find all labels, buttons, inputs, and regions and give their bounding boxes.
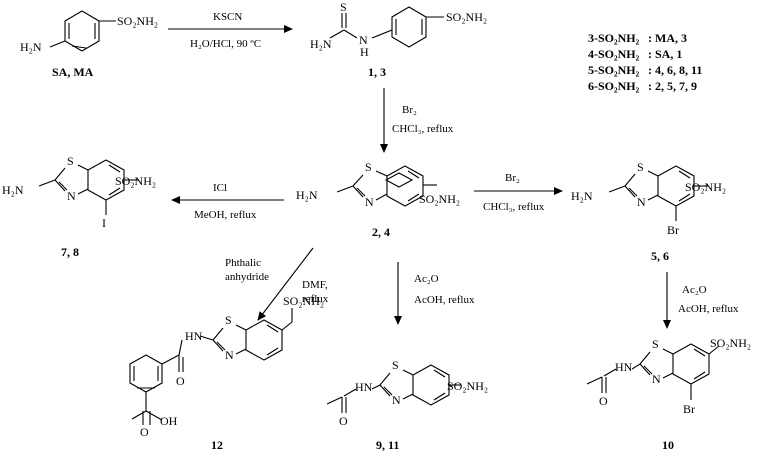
conditions-label: AcOH, reflux	[678, 303, 739, 315]
reagent-label: Ac₂O	[414, 273, 439, 285]
reagent-label: KSCN	[213, 11, 242, 23]
sulfonamide-label: SO₂NH₂	[446, 10, 487, 24]
sulfur-label: S	[365, 160, 372, 174]
reaction-arrow-4: Br₂ CHCl₃, reflux	[474, 172, 563, 213]
amine-label: H₂N	[296, 188, 318, 202]
legend-sep: :	[648, 79, 652, 93]
oxygen-label: O	[176, 374, 185, 388]
nitrogen-label: N	[67, 189, 76, 203]
sulfur-label: S	[67, 154, 74, 168]
hydrogen-label: H	[360, 45, 369, 59]
compound-label: SA, MA	[52, 65, 94, 79]
legend-isomer: 5-SO₂NH₂	[588, 63, 640, 77]
compound-label: 10	[662, 438, 674, 452]
compound-aminobenzothiazole: S N H₂N SO₂NH₂ 2, 4	[296, 160, 460, 239]
legend-isomer: 6-SO₂NH₂	[588, 79, 640, 93]
halogen-label: Br	[683, 402, 695, 416]
sulfonamide-label: SO₂NH₂	[117, 14, 158, 28]
sulfonamide-label: SO₂NH₂	[283, 294, 324, 308]
halogen-label: I	[102, 216, 106, 230]
hydroxyl-label: OH	[160, 414, 178, 428]
compound-phthalamic: HN S N O O OH SO₂NH₂ 12	[129, 294, 324, 452]
sulfur-label: S	[637, 160, 644, 174]
legend-sep: :	[648, 47, 652, 61]
solvent-label: reflux	[302, 293, 329, 305]
sulfonamide-label: SO₂NH₂	[447, 379, 488, 393]
nitrogen-label: N	[392, 393, 401, 407]
reagent-label: Ac₂O	[682, 284, 707, 296]
compound-iodo: S N H₂N SO₂NH₂ I 7, 8	[2, 154, 156, 259]
solvent-label: DMF,	[302, 279, 328, 291]
conditions-label: AcOH, reflux	[414, 294, 475, 306]
reagent-label: Br₂	[505, 172, 520, 184]
reagent-label: ICl	[213, 182, 227, 194]
reaction-arrow-5: Phthalic anhydride DMF, reflux	[225, 247, 329, 321]
reagent-label: Br₂	[402, 104, 417, 116]
legend-isomer: 4-SO₂NH₂	[588, 47, 640, 61]
amine-label: H₂N	[2, 183, 24, 197]
sulfur-label: S	[340, 0, 347, 14]
sulfonamide-label: SO₂NH₂	[685, 180, 726, 194]
compound-sa-ma: H₂N SO₂NH₂ SA, MA	[20, 10, 158, 79]
sulfur-label: S	[652, 337, 659, 351]
compound-label: 12	[211, 438, 223, 452]
sulfur-label: S	[392, 358, 399, 372]
reaction-arrow-3: ICl MeOH, reflux	[171, 182, 284, 221]
reaction-arrow-7: Ac₂O AcOH, reflux	[663, 272, 739, 329]
nitrogen-label: N	[225, 348, 234, 362]
oxygen-label: O	[339, 414, 348, 428]
compound-label: 2, 4	[372, 225, 390, 239]
conditions-label: MeOH, reflux	[194, 209, 257, 221]
sulfonamide-label: SO₂NH₂	[115, 174, 156, 188]
compound-label: 9, 11	[376, 438, 399, 452]
nitrogen-label: N	[652, 372, 661, 386]
amide-nh-label: HN	[355, 380, 373, 394]
legend-compounds: MA, 3	[655, 31, 687, 45]
conditions-label: H₂O/HCl, 90 ºC	[190, 38, 261, 50]
amide-nh-label: HN	[615, 360, 633, 374]
compound-thiourea: S H₂N N H SO₂NH₂ 1, 3	[310, 0, 487, 79]
reaction-arrow-1: KSCN H₂O/HCl, 90 ºC	[168, 11, 293, 50]
reaction-arrow-6: Ac₂O AcOH, reflux	[394, 262, 475, 325]
sulfonamide-label: SO₂NH₂	[419, 192, 460, 206]
legend-sep: :	[648, 31, 652, 45]
legend-compounds: 4, 6, 8, 11	[655, 63, 702, 77]
legend-sep: :	[648, 63, 652, 77]
oxygen-label: O	[140, 425, 149, 439]
legend-compounds: SA, 1	[655, 47, 682, 61]
nitrogen-label: N	[637, 195, 646, 209]
sulfur-label: S	[225, 313, 232, 327]
compound-label: 5, 6	[651, 249, 669, 263]
amine-label: H₂N	[571, 189, 593, 203]
compound-label: 1, 3	[368, 65, 386, 79]
nitrogen-label: N	[365, 195, 374, 209]
halogen-label: Br	[667, 223, 679, 237]
reaction-arrow-2: Br₂ CHCl₃, reflux	[380, 88, 454, 153]
amine-label: H₂N	[20, 40, 42, 54]
conditions-label: CHCl₃, reflux	[392, 123, 454, 135]
nitrogen-label: N	[359, 33, 368, 47]
amine-label: H₂N	[310, 37, 332, 51]
compound-acetyl-bromo: HN S N O SO₂NH₂ Br 10	[586, 336, 751, 452]
compound-acetamide: HN S N O SO₂NH₂ 9, 11	[326, 358, 488, 452]
oxygen-label: O	[599, 394, 608, 408]
isomer-legend: 3-SO₂NH₂ : MA, 3 4-SO₂NH₂ : SA, 1 5-SO₂N…	[588, 31, 702, 93]
reagent-label: anhydride	[225, 271, 269, 283]
compound-bromo: S N H₂N SO₂NH₂ Br 5, 6	[571, 160, 726, 263]
legend-compounds: 2, 5, 7, 9	[655, 79, 697, 93]
compound-label: 7, 8	[61, 245, 79, 259]
conditions-label: CHCl₃, reflux	[483, 201, 545, 213]
sulfonamide-label: SO₂NH₂	[710, 336, 751, 350]
legend-isomer: 3-SO₂NH₂	[588, 31, 640, 45]
amide-nh-label: HN	[185, 329, 203, 343]
reagent-label: Phthalic	[225, 257, 261, 269]
